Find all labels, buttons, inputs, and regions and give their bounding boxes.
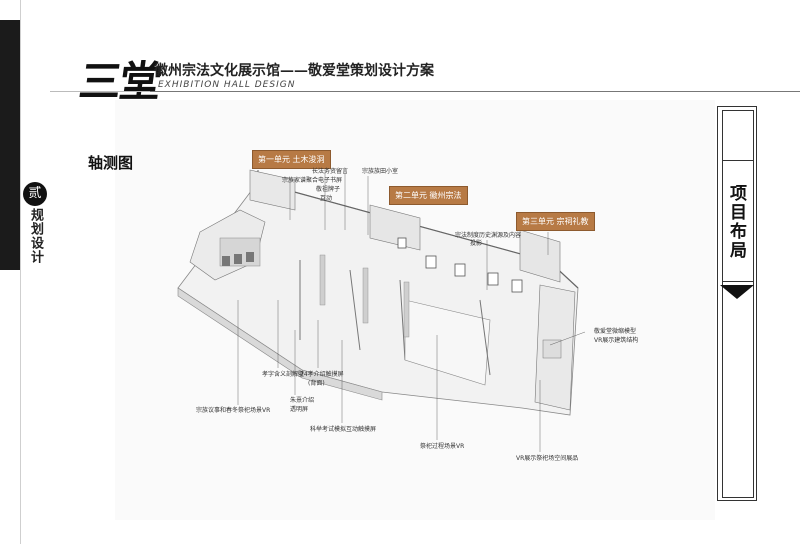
section-badge: 贰 xyxy=(23,182,47,206)
note-8: 敬爱堂微缩模型 xyxy=(594,328,637,335)
left-dark-bar xyxy=(0,20,20,270)
page-subtitle: EXHIBITION HALL DESIGN xyxy=(158,80,296,90)
drawing-label: 轴测图 xyxy=(88,154,134,172)
note-16: 科举考试模拟互动触摸屏 xyxy=(310,426,377,433)
note-12: (背面) xyxy=(308,380,325,387)
panel-arrow-icon xyxy=(720,285,754,299)
note-15: 宗族议事和春冬祭祀场景VR xyxy=(196,407,271,414)
note-6: 宗法制度历史渊源及内容 xyxy=(455,232,522,239)
note-13: 朱熹介绍 xyxy=(290,397,315,404)
note-5: 互动 xyxy=(320,195,333,202)
note-18: VR展示祭祀场空间展品 xyxy=(516,455,579,462)
note-7: 投影 xyxy=(470,240,483,247)
section-label: 规划设计 xyxy=(28,208,43,264)
note-4: 敬祖牌子 xyxy=(316,186,341,193)
note-14: 透明屏 xyxy=(290,406,309,413)
note-1: 长法务资留言 xyxy=(312,168,349,175)
right-panel-title: 项目布局 xyxy=(726,184,746,260)
note-3: 宗族族田小室 xyxy=(362,168,399,175)
right-panel-title-box xyxy=(723,160,753,282)
note-9: VR展示建筑结构 xyxy=(594,337,639,344)
header-rule-left xyxy=(50,91,150,92)
unit-tag-2: 第二单元 徽州宗法 xyxy=(389,186,468,205)
unit-tag-3: 第一单元 土木浚洞 xyxy=(252,150,331,169)
page-title: 徽州宗法文化展示馆——敬爱堂策划设计方案 xyxy=(154,63,434,79)
note-17: 祭祀过程场景VR xyxy=(420,443,465,450)
header-rule xyxy=(150,91,800,92)
left-guide-line xyxy=(20,0,21,544)
note-2: 宗族家谱聚合电子书屏 xyxy=(282,177,343,184)
note-11: 24孝介绍触摸屏 xyxy=(300,371,344,378)
unit-tag-1: 第三单元 宗祠礼教 xyxy=(516,212,595,231)
note-10: 孝字含义剖解壁 xyxy=(262,371,305,378)
